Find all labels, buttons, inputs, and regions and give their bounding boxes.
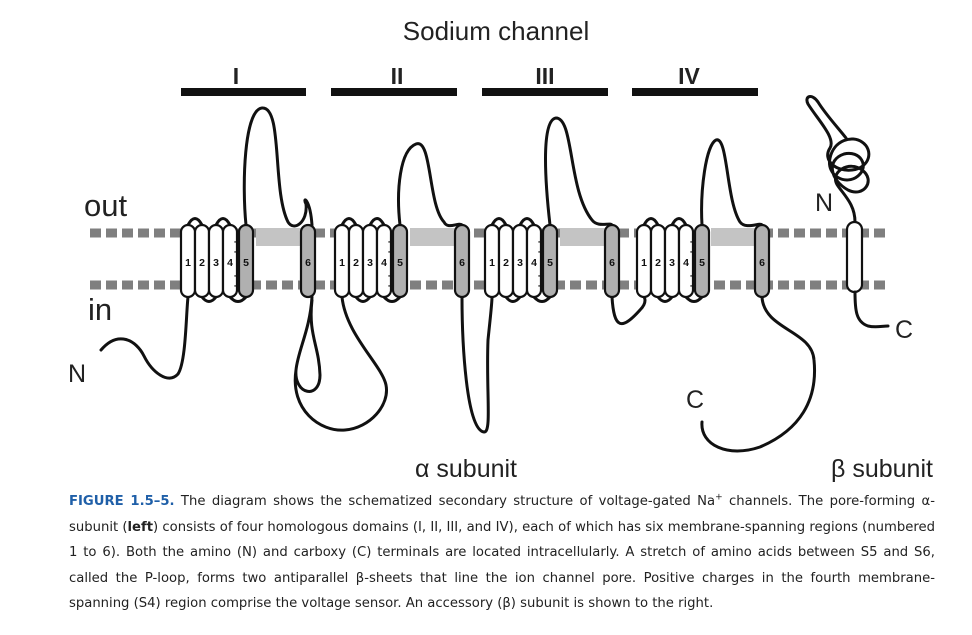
helix-s6 (453, 223, 471, 299)
domain-label-i: I (233, 63, 239, 89)
domain-label-iv: IV (678, 63, 700, 89)
helix-s6 (299, 223, 317, 299)
charge-plus: + (690, 271, 696, 282)
helix-s5 (541, 223, 559, 299)
domain-iv-helices (635, 223, 771, 299)
helix-number-3: 3 (213, 257, 219, 269)
helix-number-5: 5 (397, 257, 403, 269)
helix-number-5: 5 (699, 257, 705, 269)
helix-number-2: 2 (199, 257, 205, 269)
caption-text-part-2: channels. The pore-forming α-subunit ( (69, 494, 936, 535)
alpha-helices (179, 223, 771, 299)
helix-number-2: 2 (655, 257, 661, 269)
helix-s4 (677, 223, 695, 299)
helix-number-5: 5 (243, 257, 249, 269)
s4-charges: + + + + + + + + + + + + + + + + (234, 237, 696, 292)
helix-number-6: 6 (305, 257, 311, 269)
charge-plus: + (234, 271, 240, 282)
domain-bar-ii (331, 88, 457, 96)
helix-number-6: 6 (759, 257, 765, 269)
beta-extracellular-coil (805, 95, 871, 224)
caption-bold-left: left (127, 519, 154, 535)
sodium-channel-diagram: Sodium channel I II III IV out in (68, 16, 933, 483)
caption-text-part-1: The diagram shows the schematized second… (174, 494, 716, 509)
charge-plus: + (538, 281, 544, 292)
beta-c-terminus-label: C (895, 316, 913, 344)
helix-s6 (603, 223, 621, 299)
helix-number-6: 6 (609, 257, 615, 269)
alpha-c-terminus-label: C (686, 386, 704, 414)
figure-number: FIGURE 1.5–5. (69, 494, 175, 509)
charge-plus: + (234, 237, 240, 248)
helix-number-3: 3 (517, 257, 523, 269)
inside-label: in (88, 292, 112, 327)
helix-number-3: 3 (367, 257, 373, 269)
beta-subunit-label: β subunit (831, 455, 933, 483)
helix-s6 (753, 223, 771, 299)
helix-number-4: 4 (683, 257, 689, 269)
charge-plus: + (234, 247, 240, 258)
figure-caption: FIGURE 1.5–5. The diagram shows the sche… (69, 489, 935, 617)
domain-bar-iv (632, 88, 758, 96)
helix-number-3: 3 (669, 257, 675, 269)
domain-label-iii: III (535, 63, 554, 89)
helix-number-1: 1 (339, 257, 345, 269)
charge-plus: + (538, 247, 544, 258)
helix-number-4: 4 (227, 257, 233, 269)
helix-s4 (221, 223, 239, 299)
p-loop-bands (256, 228, 761, 246)
beta-n-terminus-label: N (815, 189, 833, 217)
beta-intracellular-tail (853, 290, 890, 329)
alpha-n-terminus-label: N (68, 360, 86, 388)
alpha-subunit-label: α subunit (415, 455, 517, 483)
domain-labels: I II III IV (233, 63, 701, 89)
charge-plus: + (388, 237, 394, 248)
domain-bar-i (181, 88, 306, 96)
domain-bars (181, 88, 758, 96)
helix-s4 (375, 223, 393, 299)
charge-plus: + (690, 281, 696, 292)
helix-s5 (237, 223, 255, 299)
caption-text-part-3: ) consists of four homologous domains (I… (69, 519, 935, 612)
domain-bar-iii (482, 88, 608, 96)
helix-number-1: 1 (489, 257, 495, 269)
charge-plus: + (234, 281, 240, 292)
sodium-ion-charge: + (715, 492, 723, 503)
charge-plus: + (388, 247, 394, 258)
charge-plus: + (538, 271, 544, 282)
helix-number-2: 2 (503, 257, 509, 269)
domain-i-helices (179, 223, 317, 299)
helix-number-4: 4 (531, 257, 537, 269)
domain-label-ii: II (391, 63, 404, 89)
helix-s4 (525, 223, 543, 299)
outside-label: out (84, 188, 127, 223)
helix-s5 (693, 223, 711, 299)
charge-plus: + (690, 237, 696, 248)
helix-number-4: 4 (381, 257, 387, 269)
charge-plus: + (538, 237, 544, 248)
helix-numbers: 1 2 3 4 5 6 1 2 3 4 5 6 1 2 3 4 5 6 1 2 … (185, 257, 765, 269)
helix-number-1: 1 (641, 257, 647, 269)
charge-plus: + (388, 271, 394, 282)
helix-number-2: 2 (353, 257, 359, 269)
alpha-backbone-chain (99, 106, 817, 453)
beta-transmembrane-helix (845, 220, 864, 294)
helix-s5 (391, 223, 409, 299)
helix-number-1: 1 (185, 257, 191, 269)
diagram-title: Sodium channel (403, 16, 589, 46)
beta-subunit: N C (805, 95, 913, 344)
helix-number-5: 5 (547, 257, 553, 269)
domain-ii-helices (333, 223, 471, 299)
charge-plus: + (690, 247, 696, 258)
domain-iii-helices (483, 223, 621, 299)
helix-number-6: 6 (459, 257, 465, 269)
charge-plus: + (388, 281, 394, 292)
